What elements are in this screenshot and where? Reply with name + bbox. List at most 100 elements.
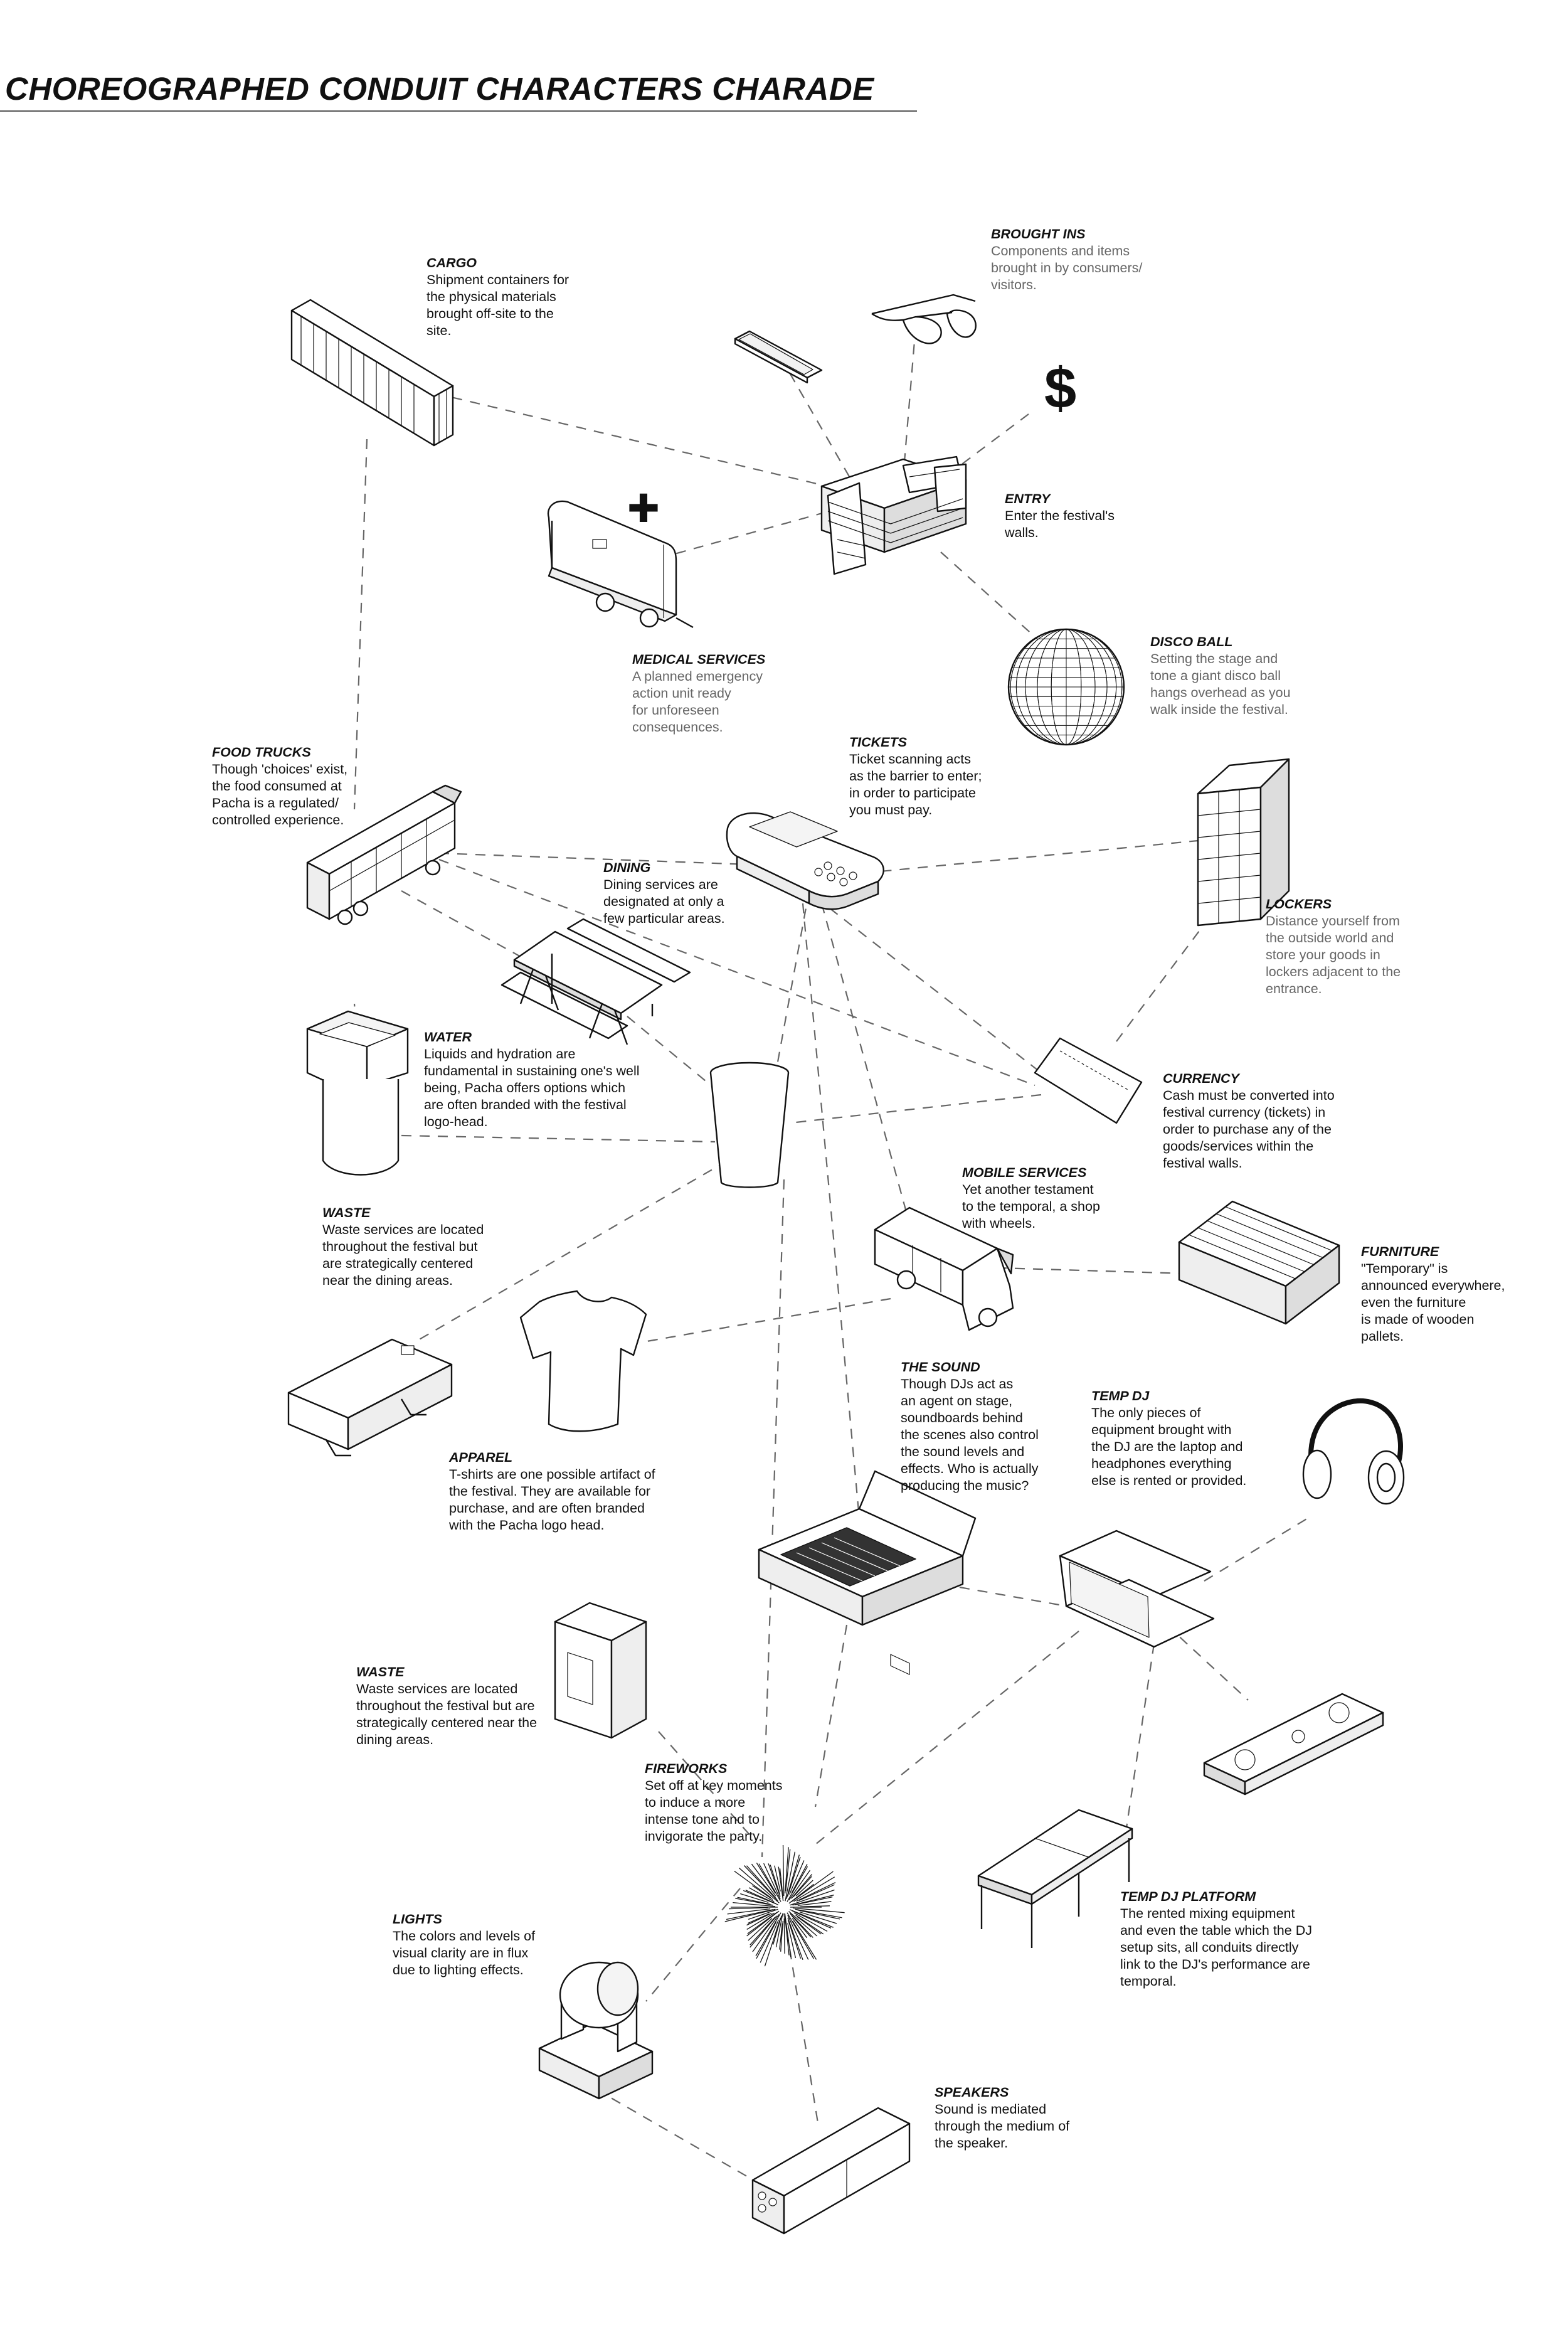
firework-ray	[792, 1894, 834, 1906]
firework-ray	[743, 1865, 778, 1902]
speaker-icon	[751, 2107, 911, 2235]
heading: SPEAKERS	[935, 2085, 1009, 2100]
firework-ray	[787, 1915, 809, 1960]
firework-ray	[729, 1907, 768, 1910]
connector-line	[658, 1731, 753, 1839]
firework-ray	[748, 1887, 775, 1902]
heading: FURNITURE	[1361, 1244, 1439, 1259]
firework-ray	[795, 1896, 833, 1905]
firework-ray	[735, 1898, 773, 1906]
description: The colors and levels of visual clarity …	[393, 1929, 536, 1977]
description: Setting the stage and tone a giant disco…	[1150, 651, 1291, 717]
heading: THE SOUND	[901, 1360, 980, 1375]
firework-ray	[751, 1863, 776, 1897]
firework-ray	[799, 1912, 837, 1924]
firework-ray	[797, 1901, 832, 1907]
firework-ray	[772, 1915, 782, 1945]
firework-ray	[756, 1921, 777, 1959]
firework-ray	[734, 1870, 771, 1898]
firework-ray	[756, 1863, 776, 1894]
food-truck-icon	[306, 784, 462, 925]
connector-line	[1116, 915, 1211, 1042]
connector-line	[902, 326, 917, 477]
description: T-shirts are one possible artifact of th…	[449, 1467, 655, 1533]
firework-ray	[750, 1915, 777, 1948]
firework-ray	[788, 1870, 810, 1900]
firework-ray	[785, 1851, 796, 1902]
firework-ray	[755, 1912, 781, 1957]
title-bold: CHOREOGRAPHED	[5, 71, 310, 107]
medical-trailer-icon	[547, 500, 694, 629]
dj-platform-table-icon	[977, 1809, 1133, 1948]
heading: DISCO BALL	[1150, 634, 1233, 649]
firework-ray	[792, 1907, 845, 1913]
connector-line	[401, 1134, 716, 1143]
firework-ray	[775, 1913, 783, 1947]
firework-ray	[782, 1845, 785, 1897]
disco-ball-icon	[1007, 628, 1125, 746]
firework-ray	[798, 1884, 835, 1902]
firework-ray	[746, 1912, 772, 1926]
firework-ray	[793, 1876, 835, 1902]
label-waste-2: WASTE Waste services are located througho…	[356, 1664, 582, 1748]
firework-ray	[790, 1889, 835, 1906]
description: Components and items brought in by consu…	[991, 243, 1143, 292]
label-furniture: FURNITURE"Temporary" is announced everyw…	[1361, 1243, 1562, 1345]
waste-bin-icon	[554, 1602, 647, 1739]
firework-ray	[774, 1865, 781, 1892]
firework-ray	[790, 1913, 813, 1938]
heading: FIREWORKS	[645, 1761, 728, 1776]
heading: WASTE	[356, 1664, 405, 1679]
firework-ray	[733, 1902, 776, 1907]
heading: LOCKERS	[1266, 897, 1332, 912]
heading: BROUGHT INS	[991, 226, 1086, 242]
description: The only pieces of equipment brought wit…	[1091, 1405, 1247, 1488]
firework-ray	[739, 1868, 780, 1903]
connector-line	[595, 2089, 760, 2184]
firework-ray	[763, 1863, 781, 1900]
connector-line	[1125, 1643, 1155, 1833]
firework-ray	[788, 1920, 802, 1959]
firework-ray	[797, 1916, 822, 1935]
heading: DINING	[603, 860, 651, 875]
firework-ray	[793, 1876, 812, 1898]
firework-ray	[791, 1873, 813, 1899]
connector-line	[639, 1297, 891, 1344]
connector-line	[959, 1586, 1067, 1607]
description: Waste services are located throughout th…	[322, 1222, 484, 1288]
firework-ray	[727, 1908, 771, 1915]
connector-line	[658, 507, 841, 560]
heading: TEMP DJ	[1091, 1388, 1150, 1403]
lockers-icon	[1197, 758, 1290, 927]
connector-line	[1166, 1624, 1249, 1701]
title-rest: CONDUIT CHARACTERS CHARADE	[319, 71, 874, 107]
firework-ray	[787, 1917, 803, 1961]
wooden-pallet-icon	[1178, 1200, 1340, 1325]
title-rule	[0, 110, 917, 112]
firework-ray	[746, 1865, 777, 1900]
heading: ENTRY	[1005, 491, 1051, 506]
description: Shipment containers for the physical mat…	[426, 272, 569, 338]
firework-ray	[770, 1865, 780, 1895]
object-illustrations: $ ✚	[287, 294, 1405, 2235]
connector-line	[413, 1160, 728, 1343]
firework-ray	[726, 1909, 773, 1920]
connector-line	[940, 551, 1067, 666]
firework-ray	[792, 1918, 808, 1939]
firework-ray	[795, 1908, 842, 1918]
description: Liquids and hydration are fundamental in…	[424, 1046, 640, 1129]
firework-ray	[792, 1920, 817, 1960]
firework-ray	[783, 1918, 785, 1954]
description: Waste services are located throughout th…	[356, 1681, 538, 1747]
